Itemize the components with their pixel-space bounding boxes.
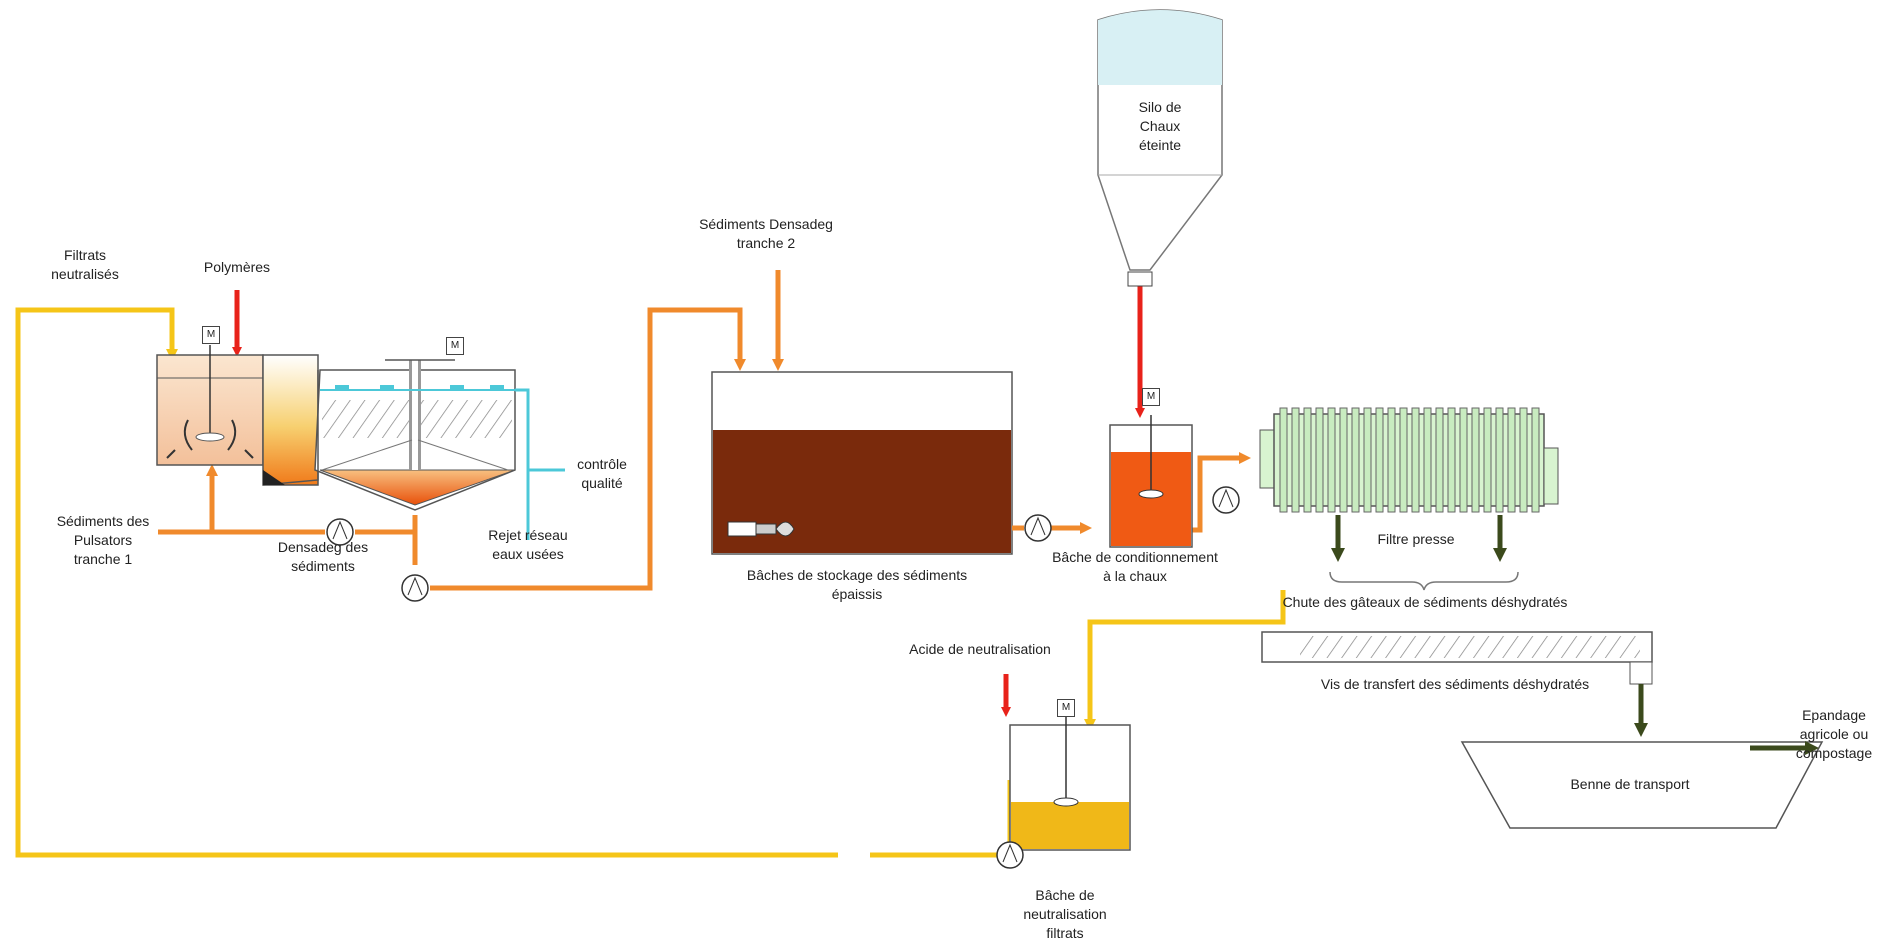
press-plate (1507, 407, 1516, 513)
label-rejet-reseau: Rejet réseau eaux usées (488, 527, 568, 562)
press-plate (1411, 407, 1420, 513)
label-epandage: Epandage agricole ou compostage (1795, 707, 1873, 761)
press-plate (1327, 407, 1336, 513)
lime-silo (1097, 9, 1223, 287)
press-plate (1483, 407, 1492, 513)
press-plate (1423, 407, 1432, 513)
pump-densadeg-out (401, 574, 429, 602)
press-plate (1447, 407, 1456, 513)
label-chute-gateaux: Chute des gâteaux de sédiments déshydrat… (1282, 594, 1568, 610)
sludge-storage-basin (711, 371, 1024, 555)
press-plate (1363, 407, 1372, 513)
label-polymeres: Polymères (203, 259, 271, 275)
label-sediments-pulsators: Sédiments des Pulsators tranche 1 (56, 513, 150, 567)
filter-press-plates (1279, 407, 1540, 513)
motor-mix-tank: M (202, 326, 220, 344)
motor-clarifier: M (446, 337, 464, 355)
press-plate (1495, 407, 1504, 513)
press-plate (1375, 407, 1384, 513)
label-acide-neutralisation: Acide de neutralisation (909, 641, 1051, 657)
transfer-screw (1261, 631, 1653, 737)
press-plate (1471, 407, 1480, 513)
label-baches-stockage: Bâches de stockage des sédiments épaissi… (746, 567, 968, 602)
lime-conditioning-tank (1109, 415, 1193, 548)
cake-drop-arrows (1329, 515, 1519, 591)
neutralisation-tank (1009, 712, 1131, 851)
label-filtre-presse: Filtre presse (1377, 531, 1455, 547)
reagent-arrows (232, 285, 1145, 717)
press-plate (1315, 407, 1324, 513)
press-plate (1351, 407, 1360, 513)
label-vis-transfert: Vis de transfert des sédiments déshydrat… (1320, 676, 1590, 692)
transport-skip (1460, 741, 1824, 829)
label-silo-chaux: Silo de Chaux éteinte (1138, 99, 1182, 153)
label-densadeg-sediments: Densadeg des sédiments (277, 539, 369, 574)
label-sediments-densadeg-t2: Sédiments Densadeg tranche 2 (699, 216, 833, 251)
label-filtrats-neutralises: Filtrats neutralisés (51, 247, 119, 282)
press-plate (1291, 407, 1300, 513)
press-plate (1435, 407, 1444, 513)
pump-lime-out (1212, 486, 1240, 514)
quality-control-line (515, 388, 565, 540)
label-benne-transport: Benne de transport (1570, 776, 1690, 792)
press-plate (1531, 407, 1540, 513)
pump-densadeg-feed (326, 518, 354, 546)
sludge-lines (158, 270, 1251, 591)
label-controle-qualite: contrôle qualité (577, 456, 627, 491)
motor-neutralisation-tank: M (1057, 699, 1075, 717)
label-bache-neutralisation: Bâche de neutralisation filtrats (1023, 887, 1107, 941)
press-plate (1279, 407, 1288, 513)
press-plate (1399, 407, 1408, 513)
press-plate (1387, 407, 1396, 513)
press-plate (1519, 407, 1528, 513)
pump-filtrate-return (996, 841, 1024, 869)
pump-storage-out (1024, 514, 1052, 542)
motor-lime-tank: M (1142, 388, 1160, 406)
press-plate (1459, 407, 1468, 513)
pumps (326, 486, 1240, 869)
polymer-mix-tank (156, 345, 264, 466)
densadeg-clarifier (262, 354, 516, 511)
press-plate (1303, 407, 1312, 513)
press-plate (1339, 407, 1348, 513)
label-bache-conditionnement: Bâche de conditionnement à la chaux (1052, 549, 1218, 584)
